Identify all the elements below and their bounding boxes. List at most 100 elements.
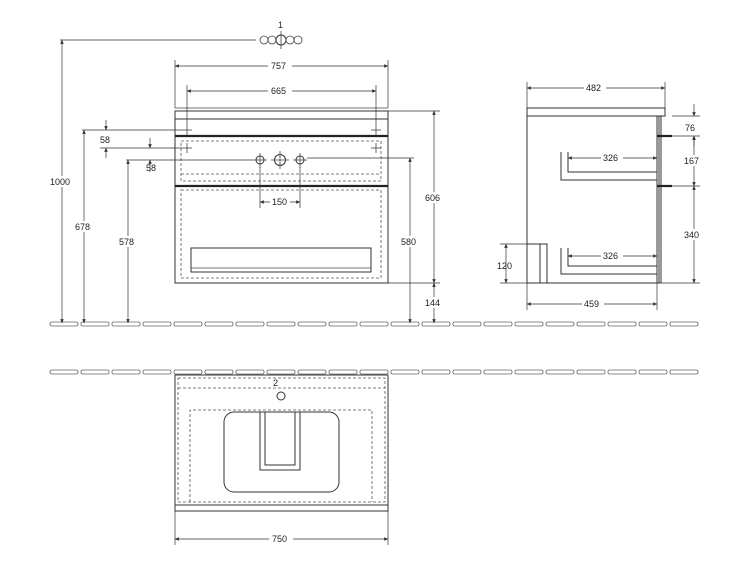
dim-606-label: 606: [425, 193, 440, 203]
dim-150-label: 150: [272, 197, 287, 207]
side-upper-drawer: [560, 152, 658, 181]
front-cabinet-body: [174, 118, 389, 284]
floor-line-upper: [49, 321, 699, 327]
floor-segment: [638, 369, 668, 375]
front-view: [174, 107, 389, 284]
dim-757-label: 757: [271, 61, 286, 71]
dim-757: [174, 60, 389, 108]
floor-segment: [576, 321, 606, 327]
top-basin: [223, 411, 340, 493]
floor-segment: [545, 321, 575, 327]
fixing-mark-mr: [371, 143, 381, 153]
floor-segment: [514, 369, 544, 375]
floor-segment: [452, 369, 482, 375]
floor-segment: [421, 369, 451, 375]
tap-hole-right: [293, 153, 307, 167]
floor-segment: [235, 369, 265, 375]
dim-326-top: [567, 152, 658, 163]
top-countertop-outline: [174, 374, 389, 506]
floor-segment: [576, 369, 606, 375]
floor-segment: [483, 369, 513, 375]
floor-segment: [359, 369, 389, 375]
floor-segment: [142, 369, 172, 375]
dim-665: [186, 85, 377, 125]
floor-segment: [204, 321, 234, 327]
floor-segment: [328, 369, 358, 375]
dim-340: [661, 185, 703, 284]
callout-2-label: 2: [273, 378, 278, 388]
floor-segment: [204, 369, 234, 375]
dim-678-label: 678: [75, 222, 90, 232]
floor-segment: [266, 369, 296, 375]
dim-665-label: 665: [271, 86, 286, 96]
floor-segment: [669, 369, 699, 375]
dim-459-label: 459: [584, 299, 599, 309]
tap-hole-left: [253, 153, 267, 167]
dim-578-label: 578: [119, 237, 134, 247]
dim-1000: [48, 39, 72, 324]
floor-segment: [390, 321, 420, 327]
floor-segment: [142, 321, 172, 327]
callout-1-label: 1: [278, 20, 283, 30]
dim-326-bottom-label: 326: [603, 251, 618, 261]
side-cabinet-body: [526, 115, 660, 284]
dim-58-b-label: 58: [146, 163, 156, 173]
floor-segment: [669, 321, 699, 327]
dim-580-label: 580: [401, 237, 416, 247]
dim-1000-label: 1000: [50, 177, 70, 187]
floor-segment: [173, 321, 203, 327]
dim-678: [74, 129, 182, 324]
tap-hole-center: [271, 151, 289, 169]
front-lower-drawer-box: [190, 247, 372, 273]
floor-segment: [80, 369, 110, 375]
dim-58-a-label: 58: [100, 135, 110, 145]
side-view: [526, 107, 672, 284]
dim-326-bottom: [567, 250, 658, 261]
dim-120: [500, 243, 527, 284]
dim-340-label: 340: [684, 230, 699, 240]
floor-segment: [49, 321, 79, 327]
side-top-plate: [526, 107, 666, 117]
floor-segment: [359, 321, 389, 327]
dim-58-a: [100, 120, 182, 158]
floor-segment: [483, 321, 513, 327]
dim-482: [526, 82, 666, 108]
dim-606: [388, 110, 444, 284]
floor-segment: [452, 321, 482, 327]
dim-144-label: 144: [425, 298, 440, 308]
dim-167-label: 167: [684, 156, 699, 166]
top-view: [174, 374, 389, 512]
floor-segment: [111, 369, 141, 375]
floor-segment: [49, 369, 79, 375]
floor-segment: [545, 369, 575, 375]
floor-segment: [328, 321, 358, 327]
floor-segment: [297, 321, 327, 327]
floor-segment: [297, 369, 327, 375]
floor-segment: [607, 369, 637, 375]
fixing-mark-tr: [371, 125, 381, 135]
floor-segment: [235, 321, 265, 327]
dim-326-top-label: 326: [603, 153, 618, 163]
dim-120-label: 120: [497, 261, 512, 271]
top-drain-recess: [259, 412, 301, 471]
dim-580: [307, 157, 420, 324]
dim-76-label: 76: [685, 123, 695, 133]
top-cabinet-outline: [189, 409, 373, 502]
floor-line-lower: [49, 369, 699, 375]
top-drain-inner: [264, 412, 296, 466]
top-countertop-inner: [177, 377, 386, 503]
dim-167: [672, 135, 703, 187]
floor-segment: [421, 321, 451, 327]
dim-750-label: 750: [272, 534, 287, 544]
fixing-mark-ml: [182, 143, 192, 153]
dim-578: [118, 159, 253, 324]
top-tap-hole: [276, 391, 286, 401]
side-front-panel: [656, 115, 662, 284]
side-bracket: [527, 243, 548, 283]
floor-segment: [266, 321, 296, 327]
floor-segment: [390, 369, 420, 375]
floor-segment: [638, 321, 668, 327]
dim-144: [388, 282, 444, 324]
